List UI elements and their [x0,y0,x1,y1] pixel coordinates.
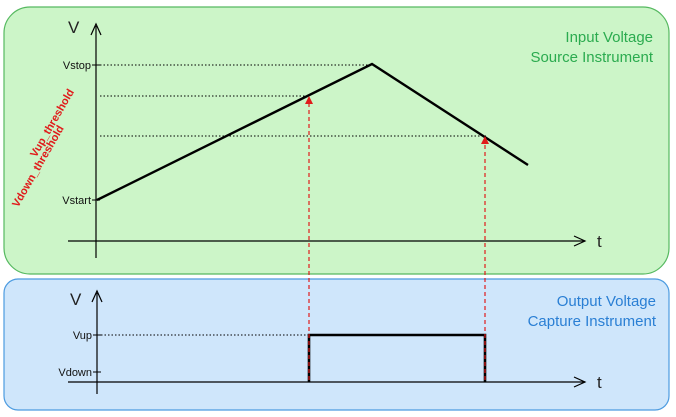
output-panel-title-line1: Output Voltage [557,293,656,310]
input-panel-title-line1: Input Voltage [565,29,653,46]
vstart-label: Vstart [62,195,91,207]
output-y-axis-arrowhead [91,289,103,303]
input-voltage-waveform [96,62,529,202]
output-y-axis-label: V [70,290,82,309]
output-x-axis-arrowhead [573,376,587,388]
vdown-label: Vdown [58,367,92,379]
vstop-label: Vstop [63,60,91,72]
output-voltage-panel [3,278,670,411]
input-y-axis-label: V [68,18,80,37]
input-panel-title-line2: Source Instrument [530,49,653,66]
input-voltage-panel [3,6,670,275]
input-x-axis-arrowhead [573,235,587,247]
output-panel-title-line2: Capture Instrument [528,313,657,330]
output-x-axis-label: t [597,373,602,392]
vup-label: Vup [73,330,92,342]
input-x-axis-label: t [597,232,602,251]
input-y-axis-arrowhead [90,22,102,36]
